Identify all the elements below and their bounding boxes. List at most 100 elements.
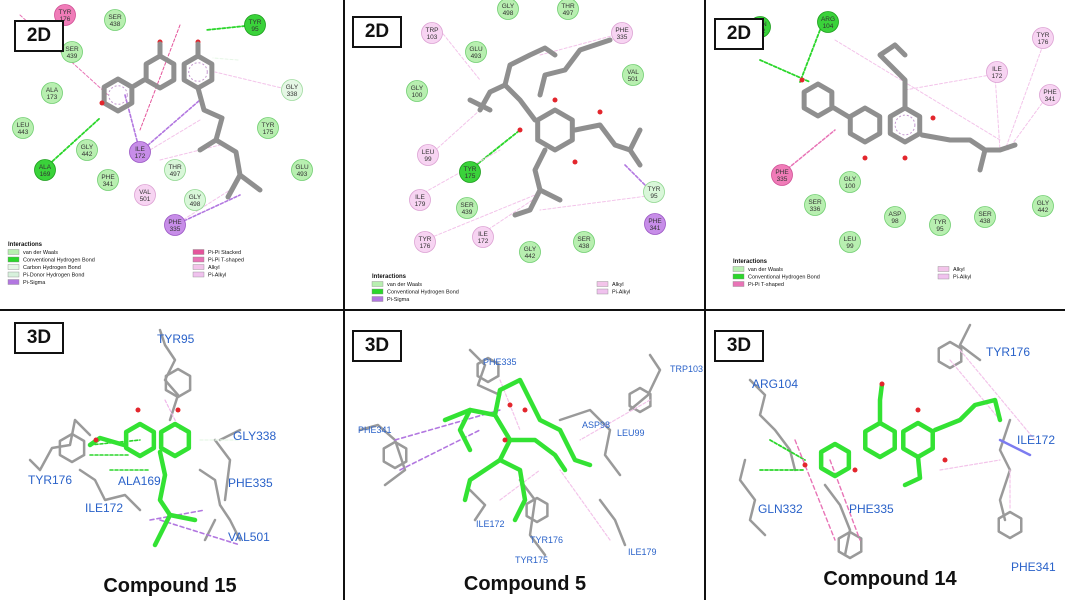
residue-name: GLU	[295, 164, 309, 171]
residue-bubble	[839, 171, 861, 193]
residue-bubble	[417, 144, 439, 166]
legend-label: Alkyl	[612, 282, 624, 288]
legend-swatch	[371, 296, 384, 302]
aromatic-ring-marker	[108, 85, 128, 105]
residue-node: ALA169	[34, 159, 56, 181]
residue-node: ARG104	[817, 11, 839, 33]
residue-stick	[198, 468, 242, 542]
residue-node: LEU99	[417, 144, 439, 166]
residue-name: ASP	[888, 211, 901, 218]
residue-node: PHE341	[97, 169, 119, 191]
residue-label-3d: PHE341	[1011, 560, 1056, 574]
legend-label: Alkyl	[208, 265, 220, 271]
bond-line	[829, 459, 861, 541]
residue-bubble	[12, 117, 34, 139]
residue-stick	[998, 418, 1012, 522]
residue-number: 438	[579, 243, 590, 250]
residue-bubble	[497, 0, 519, 20]
residue-number: 172	[135, 153, 146, 160]
residue-number: 501	[140, 196, 151, 203]
residue-label-3d: PHE341	[358, 425, 392, 435]
legend-label: Conventional Hydrogen Bond	[23, 258, 95, 264]
legend-label: Conventional Hydrogen Bond	[748, 275, 820, 281]
legend-label: Pi-Alkyl	[208, 273, 226, 279]
residue-bubble	[644, 213, 666, 235]
residue-node: TYR176	[1032, 27, 1054, 49]
residue-bubble	[456, 197, 478, 219]
residue-name: LEU	[844, 236, 857, 243]
ligand-chain-3d	[462, 457, 503, 503]
tag-3d-compound-15: 3D	[14, 322, 64, 354]
residue-stick	[823, 483, 852, 557]
ligand-ring	[535, 107, 575, 153]
residue-name: GLY	[286, 84, 299, 91]
residue-number: 103	[427, 34, 438, 41]
residue-number: 173	[47, 94, 58, 101]
residue-number: 100	[412, 92, 423, 99]
bond-line	[159, 519, 241, 546]
residue-name: TYR	[934, 219, 947, 226]
residue-stick	[628, 353, 662, 412]
hbond-line	[799, 29, 821, 83]
residue-stick	[158, 328, 180, 422]
residue-label-3d: TYR175	[515, 555, 548, 565]
hbond-line	[44, 117, 101, 169]
residue-bubble	[414, 231, 436, 253]
ligand-ring-3d	[158, 421, 192, 459]
caption-compound-5: Compound 5	[463, 573, 587, 595]
residue-stick	[518, 478, 547, 557]
section-divider-3	[706, 309, 1065, 311]
residue-name: ARG	[821, 16, 835, 23]
prenyl-chain	[502, 45, 558, 88]
methyl-branch	[977, 147, 988, 173]
legend-swatch	[371, 288, 384, 295]
pi-sigma-line	[139, 99, 201, 153]
legend-swatch	[371, 281, 384, 287]
residue-bubble	[406, 80, 428, 102]
residue-label-3d: TRP103	[670, 364, 703, 374]
residue-name: VAL	[139, 189, 151, 196]
methyl-branch	[627, 127, 643, 153]
tag-2d-compound-5: 2D	[352, 16, 402, 48]
residue-name: LEU	[17, 122, 30, 129]
caption-compound-14: Compound 14	[823, 568, 957, 590]
residue-number: 95	[251, 26, 259, 33]
legend-swatch	[732, 281, 745, 287]
residue-number: 176	[1038, 39, 1049, 46]
residue-bubble	[1032, 195, 1054, 217]
residue-number: 442	[82, 151, 93, 158]
residue-name: GLY	[844, 176, 857, 183]
residue-label-3d: ASP98	[582, 420, 610, 430]
ligand-ring-3d	[818, 441, 852, 479]
residue-bubble	[557, 0, 579, 20]
residue-label-3d: TYR176	[28, 473, 72, 487]
residue-number: 175	[465, 173, 476, 180]
residue-bubble	[421, 22, 443, 44]
residue-name: VAL	[627, 69, 639, 76]
residue-bubble	[1039, 84, 1061, 106]
ligand-ring-3d	[123, 421, 157, 459]
residue-number: 442	[525, 253, 536, 260]
residue-node: ASP98	[884, 206, 906, 228]
bond-line	[399, 429, 481, 471]
bond-line	[939, 459, 1001, 471]
residue-name: THR	[168, 164, 182, 171]
legend-label: van der Waals	[23, 250, 58, 256]
bond-line	[559, 469, 611, 541]
residue-label-3d: PHE335	[483, 357, 517, 367]
residue-node: TYR175	[459, 161, 481, 183]
alkyl-line	[479, 194, 541, 236]
residue-number: 169	[40, 171, 51, 178]
residue-node: ILE172	[986, 61, 1008, 83]
residue-number: 172	[478, 238, 489, 245]
prenyl-chain	[537, 37, 613, 98]
residue-stick	[78, 468, 142, 512]
residue-stick	[468, 488, 487, 522]
residue-label-3d: PHE335	[228, 476, 273, 490]
residue-name: GLY	[524, 246, 537, 253]
